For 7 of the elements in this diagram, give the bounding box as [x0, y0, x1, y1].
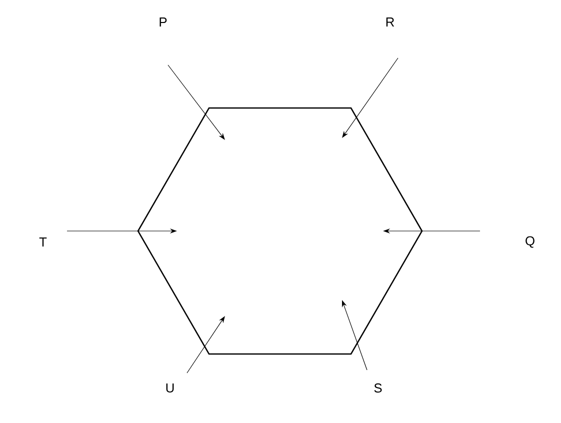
force-label: S: [374, 383, 382, 393]
force-label: Q: [526, 236, 534, 248]
force-label: U: [166, 383, 174, 393]
force-label: T: [39, 238, 47, 246]
force-label: R: [386, 18, 394, 26]
force-label: P: [160, 18, 167, 26]
hexagon: [137, 107, 423, 355]
